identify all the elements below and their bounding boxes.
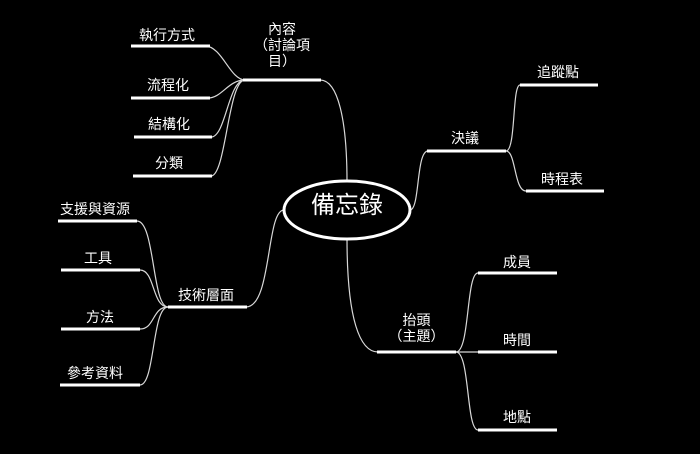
branch-header-label-line-1: 抬頭 bbox=[402, 313, 431, 329]
connector-content-execution bbox=[204, 45, 246, 81]
branch-content-label[interactable]: 內容 （討論項 目） bbox=[243, 22, 321, 70]
topic-tracking-points[interactable]: 追蹤點 bbox=[537, 65, 579, 81]
branch-resolution-label[interactable]: 決議 bbox=[451, 131, 479, 147]
topic-location[interactable]: 地點 bbox=[503, 410, 531, 426]
topic-reference-material[interactable]: 參考資料 bbox=[67, 366, 123, 382]
connector-center-header bbox=[346, 237, 379, 353]
connector-technical-method bbox=[139, 306, 169, 330]
connector-center-resolution bbox=[409, 150, 429, 211]
branch-header-label-line-2: （主題） bbox=[388, 329, 445, 345]
connector-technical-tools bbox=[139, 269, 169, 308]
topic-category[interactable]: 分類 bbox=[155, 156, 183, 172]
connector-center-content bbox=[319, 79, 348, 183]
topic-method[interactable]: 方法 bbox=[86, 310, 114, 326]
branch-content-label-line-3: 目） bbox=[268, 54, 296, 70]
topic-support-resources[interactable]: 支援與資源 bbox=[60, 202, 130, 218]
branch-technical-label[interactable]: 技術層面 bbox=[178, 288, 234, 304]
connector-technical-support bbox=[136, 220, 169, 308]
central-topic[interactable]: 備忘錄 bbox=[311, 191, 383, 219]
connector-resolution-schedule bbox=[505, 150, 527, 192]
topic-structure[interactable]: 結構化 bbox=[148, 117, 190, 133]
connector-center-technical bbox=[245, 209, 285, 308]
topic-members[interactable]: 成員 bbox=[503, 255, 531, 271]
branch-content-label-line-2: （討論項 bbox=[254, 38, 310, 54]
connector-header-members bbox=[455, 272, 479, 353]
connector-resolution-tracking bbox=[505, 84, 521, 152]
branch-content-label-line-1: 內容 bbox=[268, 22, 296, 38]
topic-schedule[interactable]: 時程表 bbox=[541, 172, 583, 188]
topic-execution-method[interactable]: 執行方式 bbox=[139, 28, 195, 44]
central-node-ellipse bbox=[282, 179, 412, 241]
connector-content-structure bbox=[210, 79, 246, 138]
connector-header-location bbox=[455, 351, 479, 431]
topic-tools[interactable]: 工具 bbox=[84, 251, 112, 267]
topic-time[interactable]: 時間 bbox=[503, 333, 531, 349]
connector-technical-reference bbox=[139, 306, 169, 386]
connector-content-category bbox=[210, 79, 246, 177]
branch-header-label[interactable]: 抬頭 （主題） bbox=[377, 313, 456, 345]
topic-process[interactable]: 流程化 bbox=[147, 78, 189, 94]
